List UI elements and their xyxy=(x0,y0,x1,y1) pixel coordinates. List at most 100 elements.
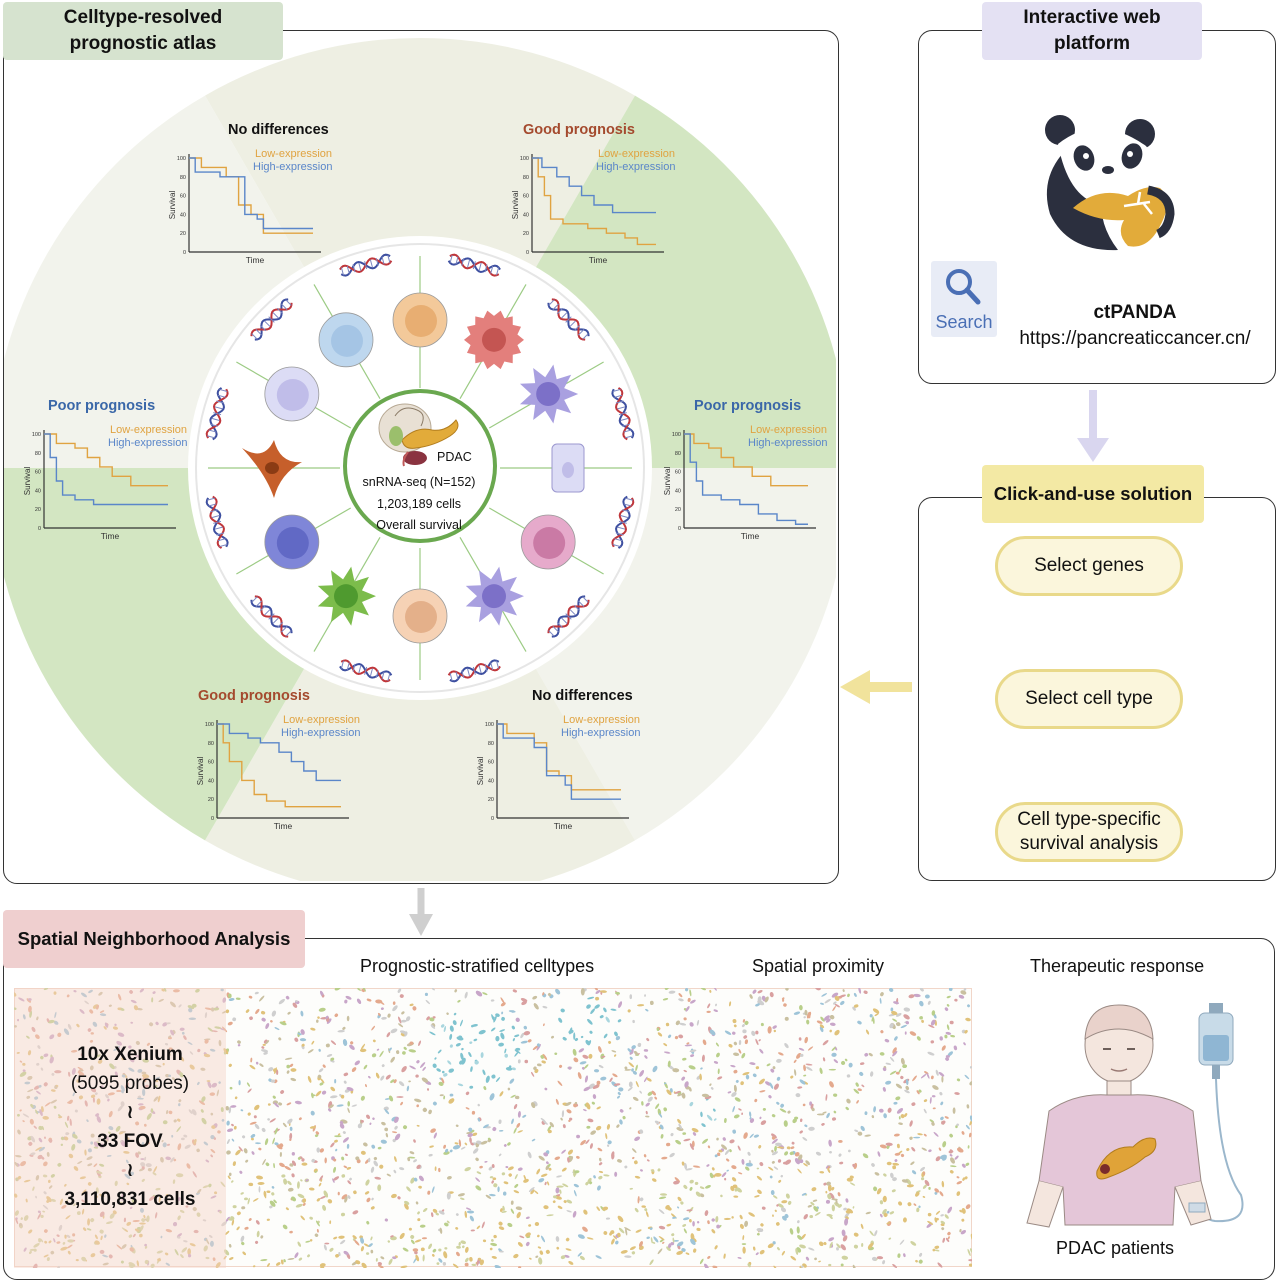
center-outcome-label: Overall survival xyxy=(376,518,462,532)
tissue-cell-mark xyxy=(227,1175,231,1180)
tissue-cell-mark xyxy=(517,1167,523,1171)
tissue-cell-mark xyxy=(947,1231,951,1236)
tissue-cell-mark xyxy=(543,1053,548,1060)
tissue-cell-mark xyxy=(456,1036,464,1041)
tissue-cell-mark xyxy=(688,1065,696,1070)
tissue-cell-mark xyxy=(483,1124,489,1129)
tissue-cell-mark xyxy=(341,1194,348,1200)
legend-high-expression: High-expression xyxy=(748,437,827,449)
tissue-cell-mark xyxy=(624,1227,631,1232)
tissue-cell-mark xyxy=(319,1175,324,1181)
tissue-cell-mark xyxy=(775,1142,782,1147)
tissue-cell-mark xyxy=(318,1068,324,1073)
tissue-cell-mark xyxy=(561,1110,565,1118)
tissue-cell-mark xyxy=(141,1074,150,1079)
tissue-cell-mark xyxy=(947,1206,953,1214)
survival-analysis-button[interactable]: Cell type-specific survival analysis xyxy=(995,802,1183,862)
tissue-cell-mark xyxy=(114,1071,118,1076)
tissue-cell-mark xyxy=(820,1002,825,1005)
tissue-cell-mark xyxy=(692,1220,695,1227)
tissue-cell-mark xyxy=(580,1035,584,1039)
tissue-cell-mark xyxy=(772,1214,774,1217)
tissue-cell-mark xyxy=(707,1255,711,1259)
tissue-cell-mark xyxy=(498,1226,505,1230)
tissue-cell-mark xyxy=(659,1113,663,1118)
tissue-cell-mark xyxy=(606,1144,610,1147)
tissue-cell-mark xyxy=(203,1245,208,1252)
select-genes-button[interactable]: Select genes xyxy=(995,536,1183,596)
tissue-cell-mark xyxy=(340,1239,346,1245)
tissue-cell-mark xyxy=(514,1173,518,1180)
tissue-cell-mark xyxy=(611,1050,617,1053)
tissue-cell-mark xyxy=(618,1087,624,1092)
tissue-cell-mark xyxy=(387,1240,391,1243)
tissue-cell-mark xyxy=(482,992,488,996)
tissue-cell-mark xyxy=(123,1217,127,1223)
tissue-cell-mark xyxy=(255,1240,259,1244)
tissue-cell-mark xyxy=(144,1084,149,1088)
tissue-cell-mark xyxy=(439,1094,444,1097)
tissue-cell-mark xyxy=(595,1125,602,1131)
tissue-cell-mark xyxy=(654,1096,658,1100)
select-cell-type-button[interactable]: Select cell type xyxy=(995,669,1183,729)
tissue-cell-mark xyxy=(148,1195,155,1201)
survival-plot-title: Good prognosis xyxy=(523,122,635,138)
tissue-cell-mark xyxy=(769,991,774,998)
tissue-cell-mark xyxy=(812,1199,818,1202)
platform-title-tag: Interactive web platform xyxy=(982,2,1202,60)
tissue-cell-mark xyxy=(221,1119,225,1122)
tissue-cell-mark xyxy=(685,1006,690,1012)
tissue-cell-mark xyxy=(76,1023,80,1028)
tissue-cell-mark xyxy=(668,1243,672,1248)
tissue-cell-mark xyxy=(90,1032,94,1035)
tissue-cell-mark xyxy=(247,1112,251,1116)
tissue-cell-mark xyxy=(310,1110,315,1116)
tissue-cell-mark xyxy=(351,1104,358,1107)
tissue-cell-mark xyxy=(93,1141,99,1148)
tissue-cell-mark xyxy=(430,1024,436,1029)
tissue-cell-mark xyxy=(274,1142,279,1146)
tissue-cell-mark xyxy=(422,1066,426,1071)
tissue-cell-mark xyxy=(521,1000,527,1006)
tissue-cell-mark xyxy=(210,1007,215,1012)
tissue-cell-mark xyxy=(491,1256,497,1259)
tissue-cell-mark xyxy=(587,1177,592,1184)
tissue-cell-mark xyxy=(781,1200,788,1204)
tissue-cell-mark xyxy=(511,1067,516,1071)
y-tick-label: 40 xyxy=(675,488,681,494)
tissue-cell-mark xyxy=(493,1183,498,1188)
tissue-cell-mark xyxy=(218,1081,221,1084)
tissue-cell-mark xyxy=(294,1037,299,1042)
tissue-cell-mark xyxy=(809,1214,814,1219)
xenium-tissue-map xyxy=(14,988,972,1268)
tissue-cell-mark xyxy=(663,1107,668,1112)
tissue-cell-mark xyxy=(949,1154,953,1157)
tissue-cell-mark xyxy=(562,1037,567,1041)
tissue-cell-mark xyxy=(742,1019,746,1023)
tissue-cell-mark xyxy=(831,1204,835,1212)
tissue-cell-mark xyxy=(603,1007,607,1013)
tissue-cell-mark xyxy=(658,1225,666,1230)
y-tick-label: 100 xyxy=(177,156,186,162)
tissue-cell-mark xyxy=(27,1075,33,1080)
tissue-cell-mark xyxy=(826,1112,830,1119)
tissue-cell-mark xyxy=(19,1071,27,1077)
tissue-cell-mark xyxy=(534,1221,540,1227)
tissue-cell-mark xyxy=(724,1149,730,1155)
tissue-cell-mark xyxy=(670,1132,674,1137)
tissue-cell-mark xyxy=(773,1195,778,1199)
tissue-cell-mark xyxy=(678,993,683,998)
tissue-cell-mark xyxy=(953,1045,958,1051)
tissue-cell-mark xyxy=(449,1033,453,1040)
tissue-cell-mark xyxy=(267,1263,270,1267)
tissue-cell-mark xyxy=(559,1064,563,1068)
tissue-cell-mark xyxy=(852,1206,855,1209)
spatial-title-tag: Spatial Neighborhood Analysis xyxy=(3,910,305,968)
tissue-cell-mark xyxy=(230,1216,235,1221)
tissue-cell-mark xyxy=(35,1034,40,1039)
tissue-cell-mark xyxy=(916,1036,921,1041)
search-button[interactable]: Search xyxy=(931,261,997,337)
tissue-cell-mark xyxy=(738,1040,742,1046)
platform-url-link[interactable]: https://pancreaticcancer.cn/ xyxy=(1019,328,1251,349)
tissue-cell-mark xyxy=(254,1142,261,1145)
